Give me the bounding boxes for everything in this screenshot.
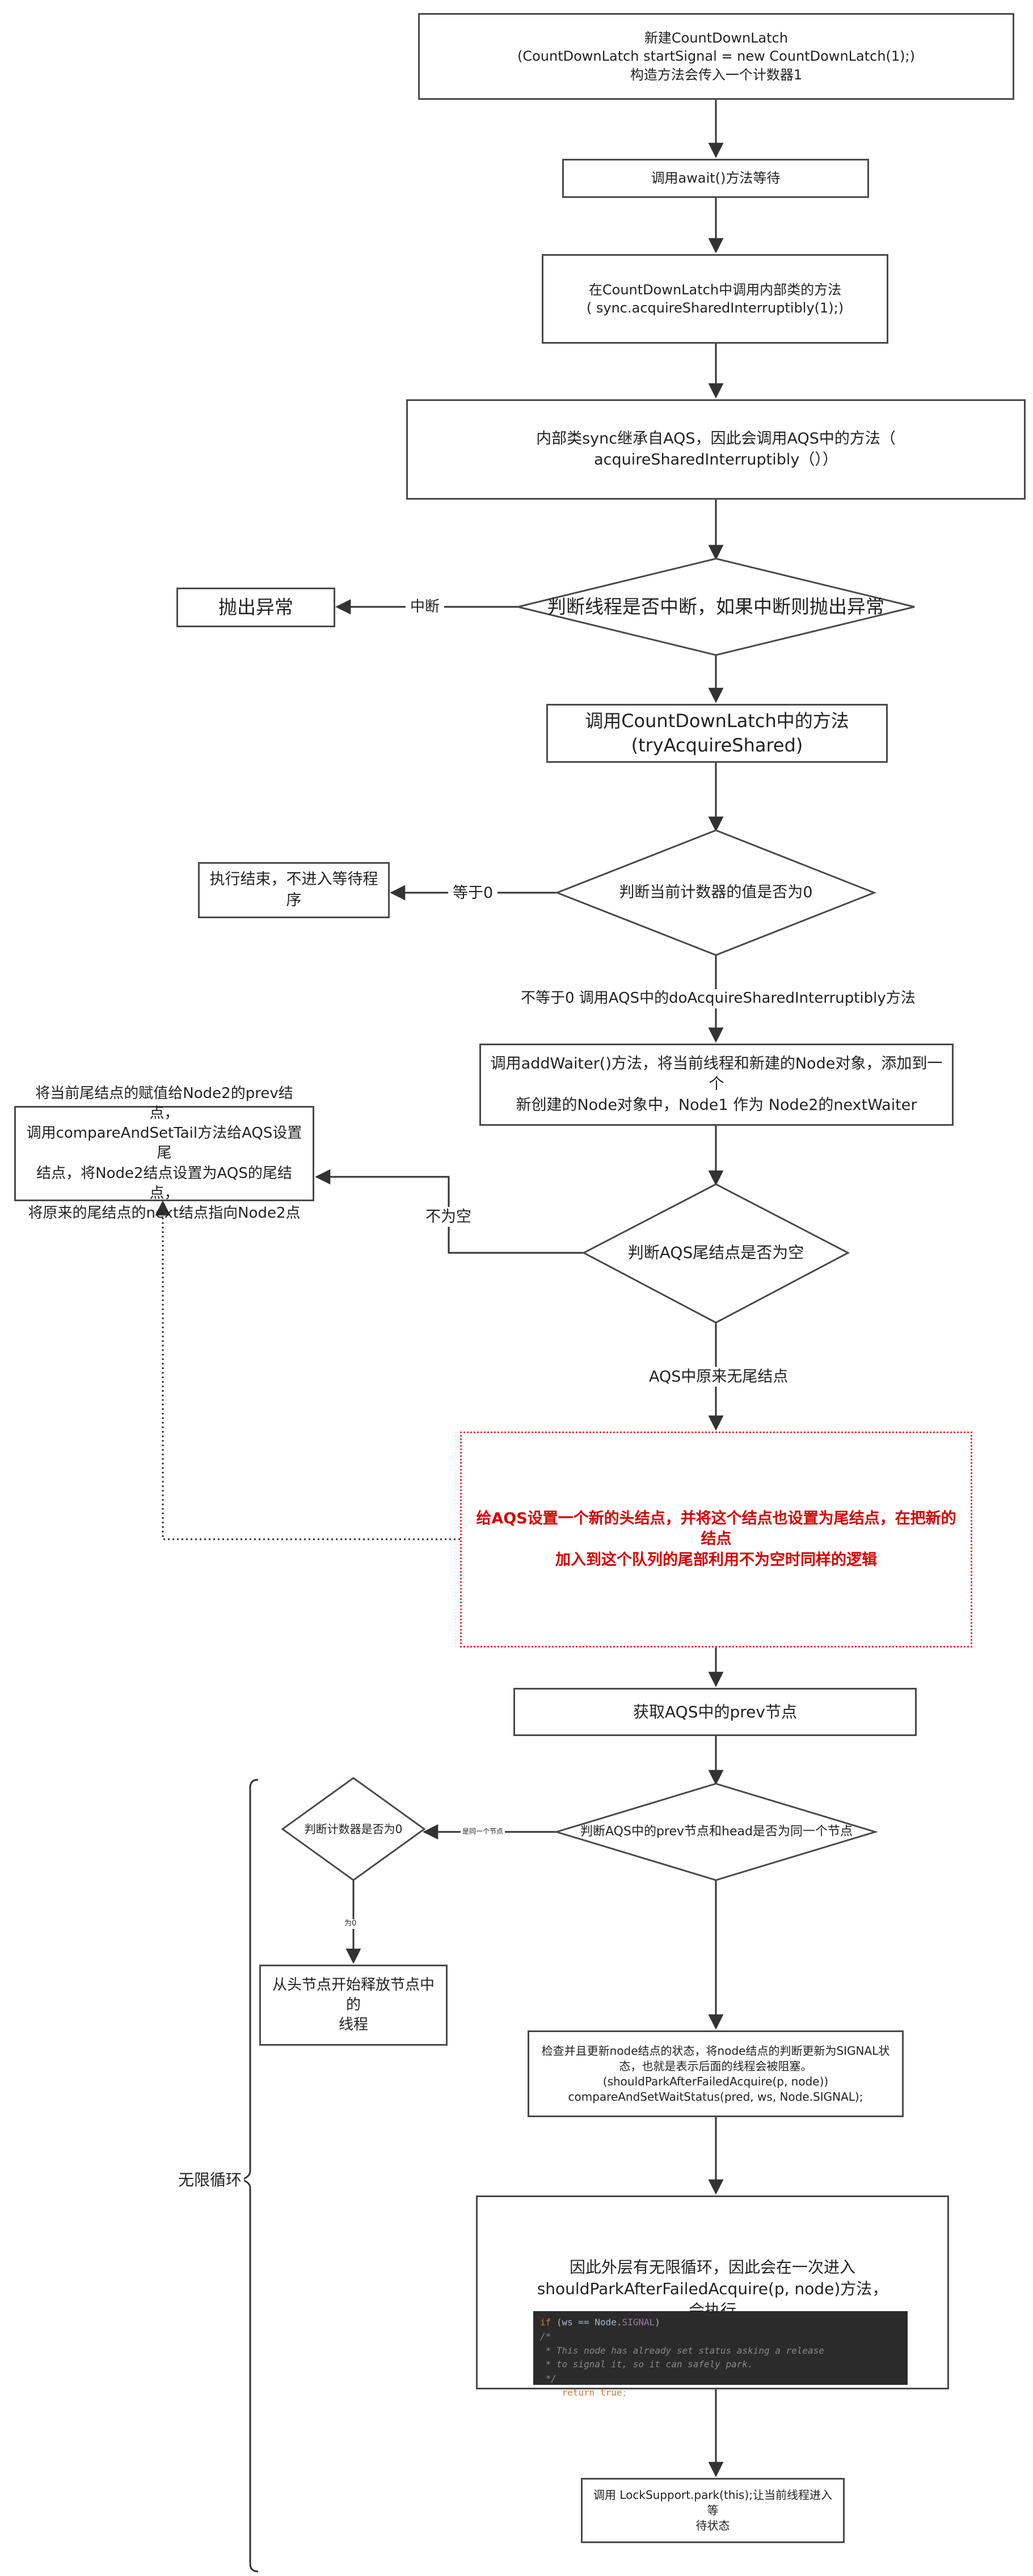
label-not-empty: 不为空 [421, 1207, 476, 1227]
new-head-node: 给AQS设置一个新的头结点，并将这个结点也设置为尾结点，在把新的结点 加入到这个… [460, 1431, 972, 1648]
code-snippet: if (ws == Node.SIGNAL) /* * This node ha… [533, 2311, 908, 2398]
code-comment-open: /* [540, 2330, 551, 2342]
throw-exception-node: 抛出异常 [176, 588, 335, 627]
code-signal: SIGNAL [622, 2317, 655, 2328]
set-tail-node: 将当前尾结点的赋值给Node2的prev结点， 调用compareAndSetT… [14, 1085, 314, 1222]
code-line-return: return true; [562, 2387, 628, 2398]
decision-counter-shape [281, 1777, 426, 1881]
release-head-node: 从头节点开始释放节点中的 线程 [259, 1965, 448, 2046]
loop-again-text: 因此外层有无限循环，因此会在一次进入 shouldParkAfterFailed… [537, 2258, 888, 2320]
check-update-node: 检查并且更新node结点的状态，将node结点的判断更新为SIGNAL状 态，也… [528, 2030, 904, 2117]
label-is-zero: 为0 [342, 1919, 359, 1929]
loop-brace [239, 1779, 259, 2573]
decision-tail-shape [581, 1183, 850, 1324]
code-comment-line1: * This node has already set status askin… [540, 2345, 824, 2356]
label-equals-zero: 等于0 [448, 883, 498, 903]
edge-newhead-to-settail [155, 1200, 460, 1540]
get-prev-node: 获取AQS中的prev节点 [513, 1688, 917, 1736]
label-interrupted: 中断 [406, 598, 445, 617]
try-acquire-node: 调用CountDownLatch中的方法 (tryAcquireShared) [546, 704, 888, 763]
add-waiter-node: 调用addWaiter()方法，将当前线程和新建的Node对象，添加到一个 新创… [479, 1044, 954, 1126]
code-comment-close: */ [540, 2373, 556, 2384]
decision-head-shape [553, 1783, 879, 1881]
code-cond-post: ) [655, 2317, 660, 2328]
code-kw-true: true [600, 2387, 622, 2398]
park-node: 调用 LockSupport.park(this);让当前线程进入等 待状态 [581, 2478, 845, 2543]
code-kw-if: if [540, 2317, 551, 2328]
decision-count-shape [554, 829, 877, 956]
exec-end-node: 执行结束，不进入等待程序 [198, 862, 390, 918]
code-line-if: if (ws == Node.SIGNAL) [540, 2316, 901, 2330]
sync-aqs-node: 内部类sync继承自AQS，因此会调用AQS中的方法（ acquireShare… [406, 399, 1026, 500]
code-kw-return: return [562, 2387, 595, 2398]
label-not-zero: 不等于0 调用AQS中的doAcquireSharedInterruptibly… [516, 989, 920, 1008]
call-await-node: 调用await()方法等待 [562, 159, 869, 198]
label-infinite-loop: 无限循环 [176, 2170, 244, 2191]
code-comment-line2: * to signal it, so it can safely park. [540, 2359, 753, 2370]
label-same-node: 是同一个节点 [461, 1827, 505, 1836]
create-latch-node: 新建CountDownLatch (CountDownLatch startSi… [418, 13, 1014, 100]
inner-call-node: 在CountDownLatch中调用内部类的方法 ( sync.acquireS… [542, 254, 888, 344]
label-no-tail: AQS中原来无尾结点 [644, 1367, 793, 1387]
code-cond-pre: (ws == Node. [551, 2317, 622, 2328]
decision-interrupt-shape [517, 558, 915, 656]
